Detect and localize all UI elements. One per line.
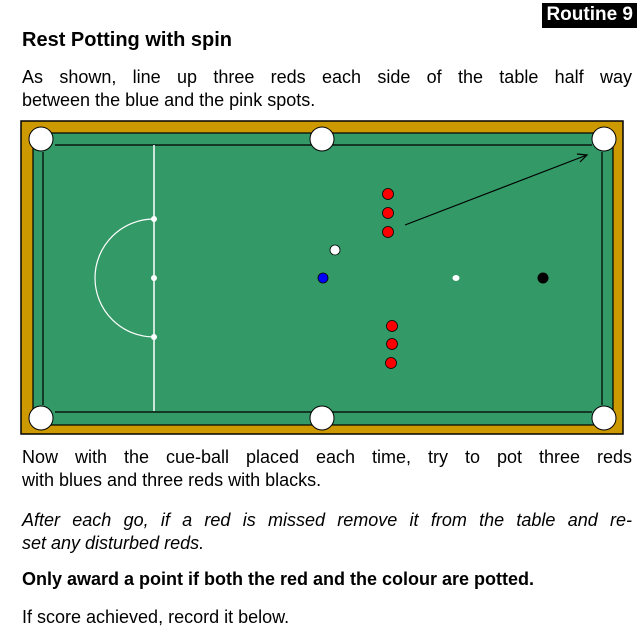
record-instruction: If score achieved, record it below. [22, 607, 290, 627]
scoring-rule: Only award a point if both the red and t… [22, 569, 535, 589]
pocket [591, 405, 617, 431]
pocket [309, 126, 335, 152]
pockets [28, 126, 617, 431]
yellow-spot [151, 334, 157, 340]
red-ball [386, 338, 398, 350]
red-ball [385, 357, 397, 369]
blue-ball [317, 272, 329, 284]
routine-badge: Routine 9 [542, 3, 637, 28]
pocket [28, 405, 54, 431]
red-ball [382, 188, 394, 200]
snooker-table-diagram [20, 120, 624, 435]
reds [382, 188, 398, 369]
intro-line-2: between the blue and the pink spots. [22, 90, 316, 110]
d-semicircle [94, 218, 155, 338]
red-ball [382, 207, 394, 219]
red-ball [382, 226, 394, 238]
brown-spot [151, 275, 157, 281]
instructions-line-2: with blues and three reds with blacks. [22, 470, 322, 490]
note-line-2: set any disturbed reds. [22, 533, 205, 553]
pink-spot [452, 275, 460, 281]
black-ball [537, 272, 549, 284]
green-spot [151, 216, 157, 222]
red-ball [386, 320, 398, 332]
pocket [28, 126, 54, 152]
instructions-line-1: Now with the cue-ball placed each time, … [22, 447, 632, 467]
cushions [42, 144, 603, 413]
pocket [309, 405, 335, 431]
pocket [591, 126, 617, 152]
cue-ball [329, 244, 341, 256]
intro-line-1: As shown, line up three reds each side o… [22, 67, 632, 87]
page-title: Rest Potting with spin [22, 29, 232, 51]
note-line-1: After each go, if a red is missed remove… [22, 510, 632, 530]
shot-arrow [404, 153, 589, 226]
